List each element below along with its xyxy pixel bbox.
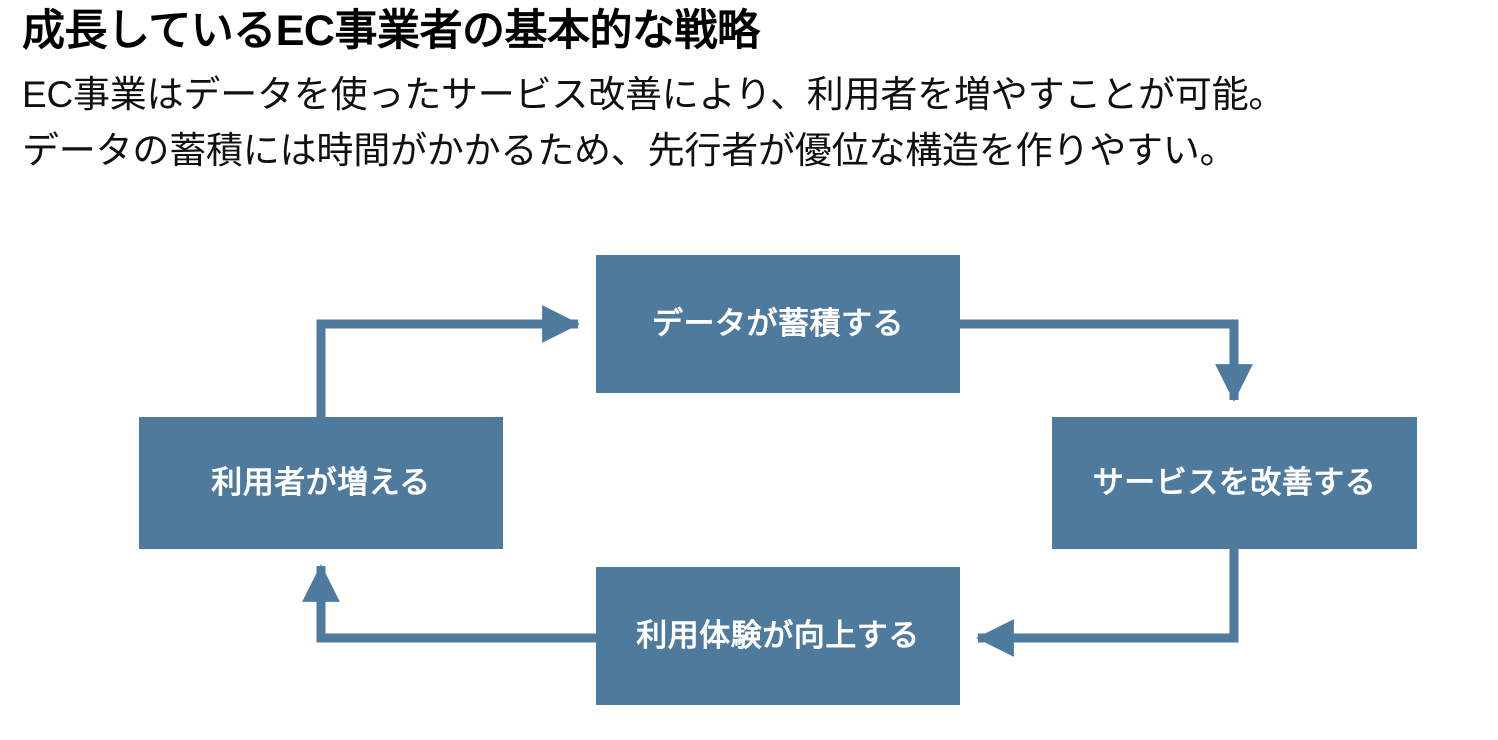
- diagram-node-experience[interactable]: 利用体験が向上する: [596, 567, 960, 705]
- diagram-node-service[interactable]: サービスを改善する: [1052, 417, 1417, 549]
- diagram-node-experience-label: 利用体験が向上する: [636, 618, 920, 654]
- diagram-node-service-label: サービスを改善する: [1092, 465, 1377, 501]
- connector-service-to-experience: [976, 549, 1239, 657]
- diagram-node-data[interactable]: データが蓄積する: [596, 255, 960, 393]
- subtitle-line-1: EC事業はデータを使ったサービス改善により、利用者を増やすことが可能。: [22, 73, 1286, 115]
- subtitle-line-2: データの蓄積には時間がかかるため、先行者が優位な構造を作りやすい。: [22, 129, 1237, 171]
- diagram-node-users[interactable]: 利用者が増える: [139, 417, 503, 549]
- diagram-node-users-label: 利用者が増える: [211, 465, 431, 501]
- cycle-diagram: データが蓄積する サービスを改善する 利用体験が向上する 利用者が増える: [0, 228, 1498, 740]
- page-title: 成長しているEC事業者の基本的な戦略: [22, 7, 760, 55]
- connector-experience-to-users: [302, 564, 596, 643]
- heading-block: 成長しているEC事業者の基本的な戦略 EC事業はデータを使ったサービス改善により…: [22, 6, 1482, 179]
- slide-subtitle: EC事業はデータを使ったサービス改善により、利用者を増やすことが可能。 データの…: [22, 57, 1482, 179]
- connector-data-to-service: [960, 319, 1253, 402]
- diagram-node-data-label: データが蓄積する: [652, 306, 904, 342]
